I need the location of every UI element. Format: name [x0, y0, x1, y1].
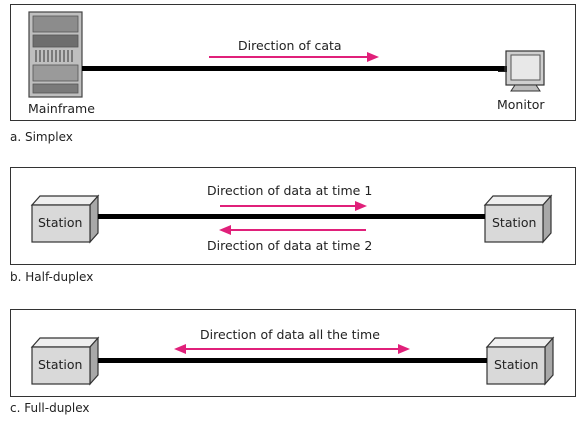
simplex-arrow-label: Direction of cata	[238, 38, 342, 53]
full-duplex-station-left: Station	[38, 357, 83, 372]
half-duplex-bottom-label: Direction of data at time 2	[207, 238, 373, 253]
half-duplex-top-label: Direction of data at time 1	[207, 183, 373, 198]
half-duplex-link-line	[98, 214, 485, 219]
simplex-caption: a. Simplex	[10, 130, 73, 144]
mainframe-label: Mainframe	[28, 101, 95, 116]
full-duplex-panel	[10, 309, 576, 397]
full-duplex-station-right: Station	[494, 357, 539, 372]
full-duplex-link-line	[98, 358, 487, 363]
simplex-panel	[10, 4, 576, 121]
simplex-link-line	[82, 66, 504, 71]
monitor-label: Monitor	[497, 97, 545, 112]
half-duplex-station-left: Station	[38, 215, 83, 230]
full-duplex-caption: c. Full-duplex	[10, 401, 90, 415]
half-duplex-caption: b. Half-duplex	[10, 270, 94, 284]
half-duplex-station-right: Station	[492, 215, 537, 230]
full-duplex-label: Direction of data all the time	[200, 327, 380, 342]
